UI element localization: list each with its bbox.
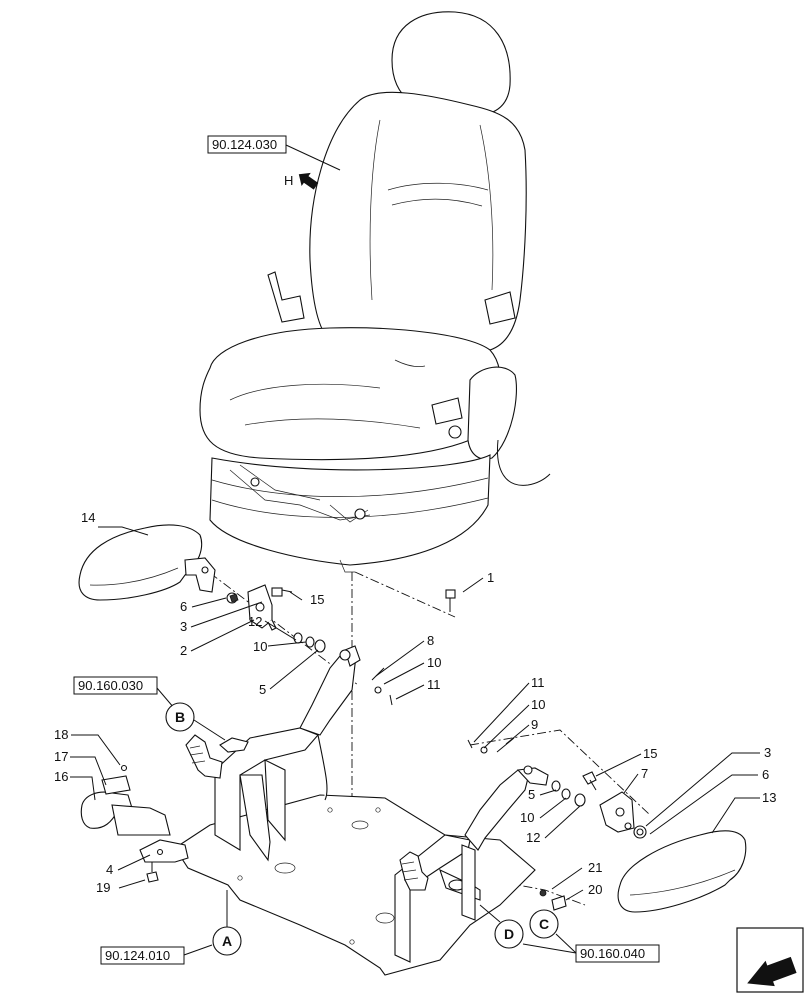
- callout-4: 4: [106, 862, 113, 877]
- pin: [467, 739, 473, 749]
- callout-11-left: 11: [427, 677, 441, 692]
- ref-left-bracket-label: 90.160.030: [78, 678, 143, 693]
- left-hardware-group: [80, 764, 189, 883]
- right-pivot-bracket: [582, 771, 647, 839]
- circle-marker-b: B: [165, 702, 226, 741]
- right-armrest: [617, 830, 747, 913]
- circle-marker-a: A: [212, 890, 242, 956]
- pin: [389, 694, 393, 706]
- washer: [305, 636, 315, 648]
- callout-10-left-a: 10: [253, 639, 267, 654]
- callout-3-left: 3: [180, 619, 187, 634]
- washer: [293, 632, 303, 644]
- callout-16: 16: [54, 769, 68, 784]
- callout-5-right: 5: [528, 787, 535, 802]
- washer: [551, 780, 561, 792]
- callout-15-right: 15: [643, 746, 657, 761]
- pin-ring: [480, 746, 488, 754]
- circle-b-letter: B: [175, 709, 185, 725]
- callout-15-left: 15: [310, 592, 324, 607]
- circle-a-letter: A: [222, 933, 232, 949]
- callout-10-right-a: 10: [531, 697, 545, 712]
- ref-right-bracket-label: 90.160.040: [580, 946, 645, 961]
- washer: [314, 639, 326, 653]
- bolt-1: [445, 589, 456, 612]
- ref-seat-label: 90.124.030: [212, 137, 277, 152]
- left-bracket: [185, 645, 361, 862]
- arrow-icon: [298, 172, 319, 190]
- callout-21: 21: [588, 860, 602, 875]
- left-armrest: [78, 524, 216, 601]
- view-marker-letter: H: [284, 173, 293, 188]
- washer: [574, 793, 586, 807]
- callout-13: 13: [762, 790, 776, 805]
- circle-marker-c: C: [529, 909, 559, 939]
- callout-19: 19: [96, 880, 110, 895]
- callout-3-right: 3: [764, 745, 771, 760]
- callout-11-right: 11: [531, 675, 545, 690]
- view-direction-marker: H: [284, 172, 319, 190]
- callout-20: 20: [588, 882, 602, 897]
- circle-c-letter: C: [539, 916, 549, 932]
- circle-d-letter: D: [504, 926, 514, 942]
- left-pivot-bracket: [226, 584, 293, 631]
- callout-17: 17: [54, 749, 68, 764]
- seat-assembly: [199, 11, 551, 573]
- circle-marker-d: D: [479, 904, 524, 949]
- callout-6-left: 6: [180, 599, 187, 614]
- callout-10-left-b: 10: [427, 655, 441, 670]
- callout-8: 8: [427, 633, 434, 648]
- pin-ring: [374, 686, 382, 694]
- callout-7: 7: [641, 766, 648, 781]
- callout-9: 9: [531, 717, 538, 732]
- orientation-icon: [736, 927, 804, 993]
- callout-2: 2: [180, 643, 187, 658]
- ref-box-base: 90.124.010: [100, 944, 213, 965]
- small-fastener-20-21: [539, 889, 567, 911]
- callout-12-right: 12: [526, 830, 540, 845]
- ref-box-left-bracket: 90.160.030: [73, 676, 181, 716]
- callout-1: 1: [487, 570, 494, 585]
- callout-6-right: 6: [762, 767, 769, 782]
- washer: [561, 788, 571, 800]
- callout-18: 18: [54, 727, 68, 742]
- right-bracket: [394, 765, 549, 963]
- ref-box-seat: 90.124.030: [207, 135, 341, 171]
- ref-box-right-bracket: 90.160.040: [522, 933, 660, 963]
- ref-base-label: 90.124.010: [105, 948, 170, 963]
- callout-14: 14: [81, 510, 95, 525]
- callout-10-right-b: 10: [520, 810, 534, 825]
- callout-5-left: 5: [259, 682, 266, 697]
- callout-leaders: [70, 526, 760, 901]
- callout-numbers: 1 14 6 3 2 15 12 10 5 8 10 11 18 17 16 4…: [54, 510, 776, 897]
- callout-12-left: 12: [248, 614, 262, 629]
